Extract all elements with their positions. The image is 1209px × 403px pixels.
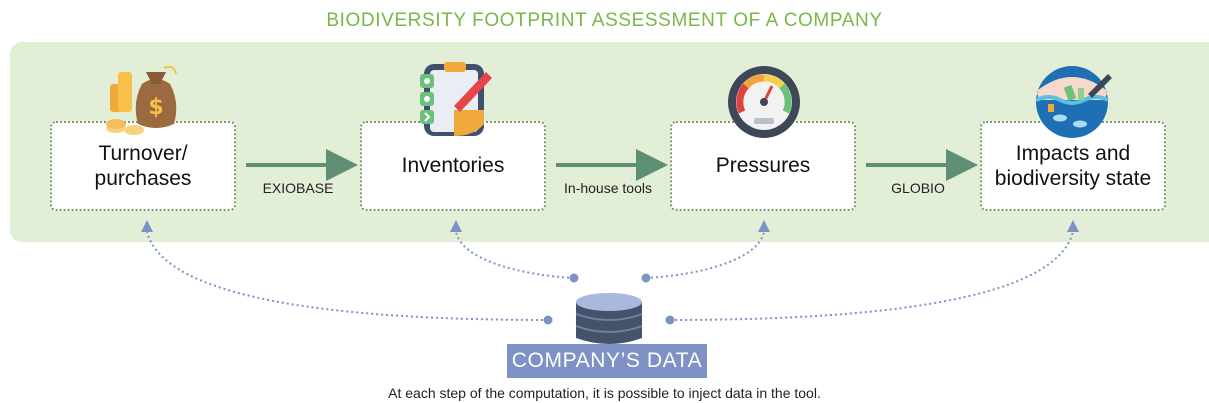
- polluted-ocean-icon: [1035, 66, 1112, 138]
- link-inventories: [455, 231, 575, 279]
- clipboard-icon: [420, 62, 492, 136]
- money-bag-icon: $: [106, 65, 177, 135]
- svg-text:$: $: [148, 95, 163, 120]
- step-label: Impacts and biodiversity state: [994, 141, 1152, 190]
- connector-label-exiobase: EXIOBASE: [262, 180, 334, 196]
- footnote: At each step of the computation, it is p…: [388, 385, 821, 401]
- diagram-title: BIODIVERSITY FOOTPRINT ASSESSMENT OF A C…: [326, 10, 883, 31]
- link-impacts: [669, 231, 1074, 321]
- gauge-icon: [728, 66, 800, 138]
- link-pressures: [645, 231, 765, 279]
- step-label: Pressures: [715, 154, 811, 178]
- company-data-label: COMPANY’S DATA: [507, 344, 707, 378]
- connector-label-in-house-tools: In-house tools: [564, 180, 652, 196]
- step-label: Turnover/ purchases: [94, 141, 192, 190]
- link-turnover: [146, 231, 549, 321]
- database-icon: [575, 293, 643, 344]
- connector-label-globio: GLOBIO: [891, 180, 945, 196]
- step-label: Inventories: [401, 154, 505, 178]
